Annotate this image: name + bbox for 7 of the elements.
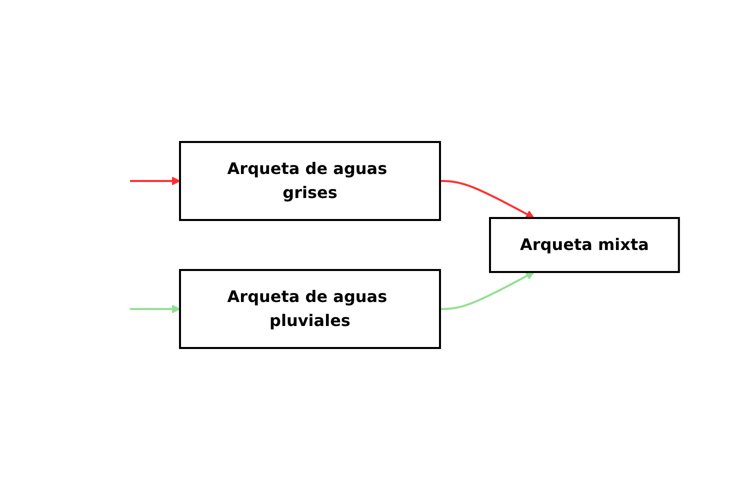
arrow [130, 176, 180, 186]
arrow [440, 180, 534, 218]
arrow [130, 304, 180, 314]
node-box: Arqueta mixta [488, 217, 680, 273]
node-box: Arqueta de aguas pluviales [178, 269, 441, 349]
node-box: Arqueta de aguas grises [178, 141, 441, 221]
arrow [440, 272, 534, 310]
